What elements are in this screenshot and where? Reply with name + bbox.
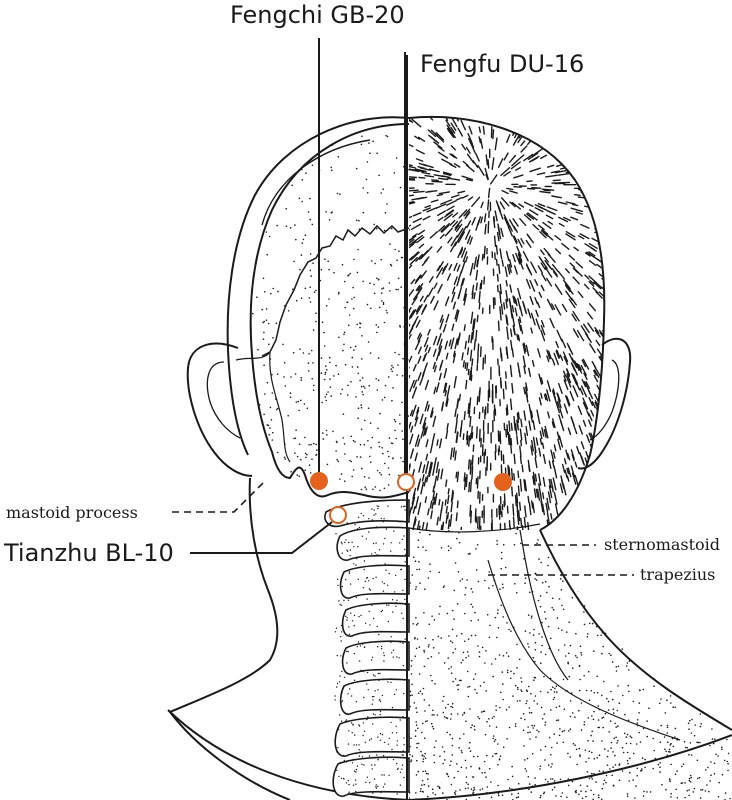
trapezius-muscle	[487, 559, 681, 741]
fengfu-point[interactable]	[397, 473, 415, 491]
label-tianzhu: Tianzhu BL-10	[4, 539, 174, 567]
skull-stipple	[250, 130, 409, 492]
vertebra-t1	[332, 756, 410, 797]
label-mastoid-process: mastoid process	[6, 503, 138, 522]
leader-lines	[172, 38, 634, 576]
vertebra-c6	[339, 678, 410, 715]
fengchi-point-contralateral[interactable]	[494, 473, 512, 491]
hairline	[408, 523, 541, 533]
left-ear	[186, 342, 253, 477]
acupoints	[310, 472, 512, 524]
label-fengchi: Fengchi GB-20	[230, 1, 405, 29]
tianzhu-leader	[190, 521, 333, 554]
vertebra-c4	[341, 602, 410, 637]
shoulder-arc	[167, 709, 732, 800]
label-fengfu: Fengfu DU-16	[420, 50, 585, 78]
right-ear	[577, 337, 632, 470]
label-sternomastoid: sternomastoid	[604, 535, 721, 554]
fengchi-point[interactable]	[310, 472, 328, 490]
neck-stipple	[409, 530, 732, 800]
skull-half	[167, 116, 732, 800]
spine-stipple	[334, 505, 408, 795]
tianzhu-point[interactable]	[329, 506, 347, 524]
temporal-line	[235, 351, 271, 361]
skull-outline	[249, 123, 410, 499]
vertebra-c3	[339, 564, 410, 599]
occipitomastoid-suture	[269, 351, 291, 463]
neck-outline-left	[168, 477, 291, 800]
vertebra-c7	[334, 716, 410, 757]
lambdoid-suture	[261, 224, 410, 357]
head-outline-left	[226, 116, 410, 456]
mastoid-leader	[172, 481, 265, 513]
label-trapezius: trapezius	[640, 565, 716, 584]
neck-outline-right	[539, 529, 732, 731]
sternomastoid-muscle	[519, 529, 569, 681]
head-half	[408, 115, 732, 741]
